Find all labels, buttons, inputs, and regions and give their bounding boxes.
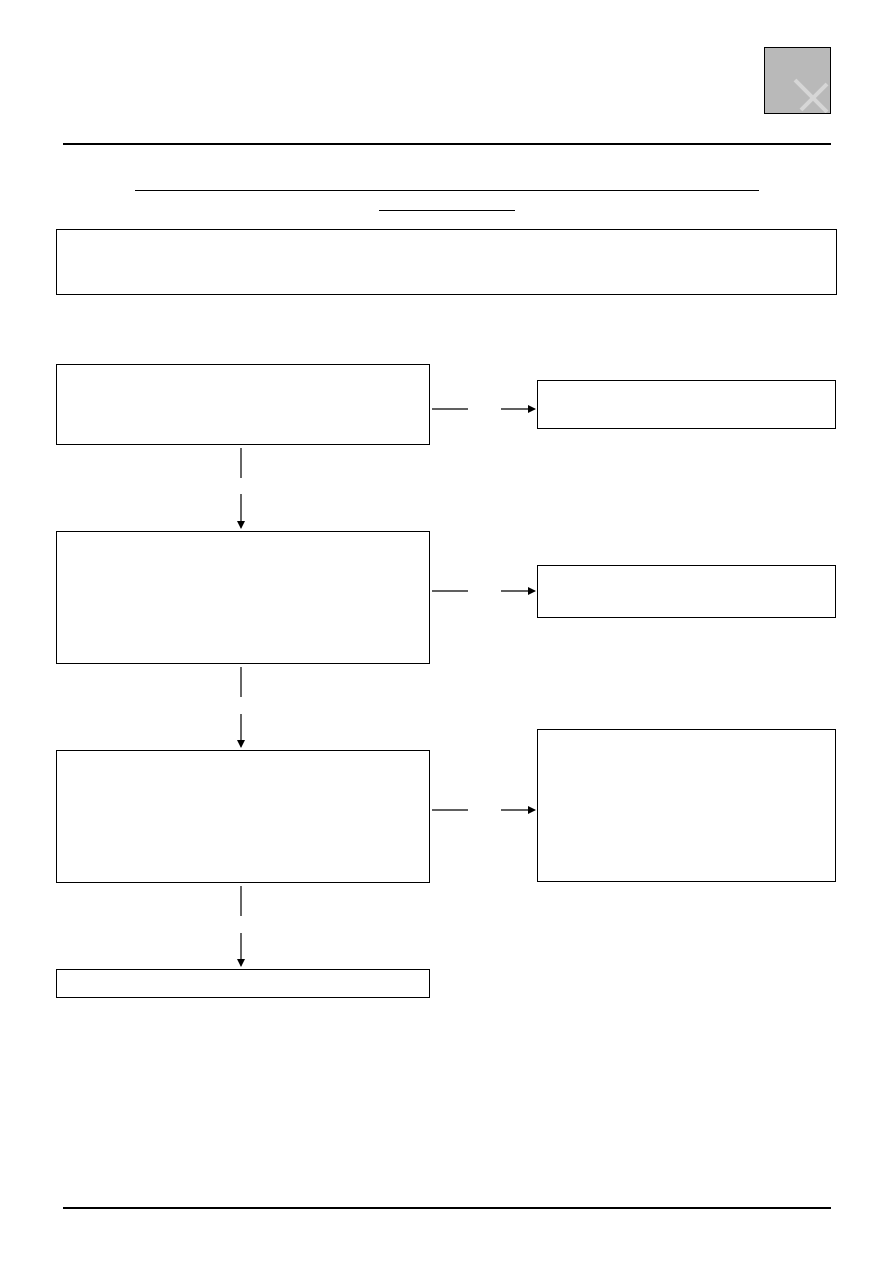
flow-step-3 [56,750,430,883]
subtitle-underline [379,210,515,211]
header-divider [63,143,831,145]
flow-step-1 [56,364,430,445]
intro-box [56,229,837,295]
flow-outcome-3 [537,729,836,882]
flow-step-2 [56,531,430,664]
page-subtitle [379,192,515,210]
brand-logo [764,47,831,114]
flow-step-4 [56,969,430,998]
page-title [135,170,759,188]
flow-outcome-1 [537,380,836,429]
tool-cross-icon [793,78,829,113]
footer-divider [63,1207,831,1209]
title-underline [135,190,759,191]
flow-outcome-2 [537,565,836,618]
